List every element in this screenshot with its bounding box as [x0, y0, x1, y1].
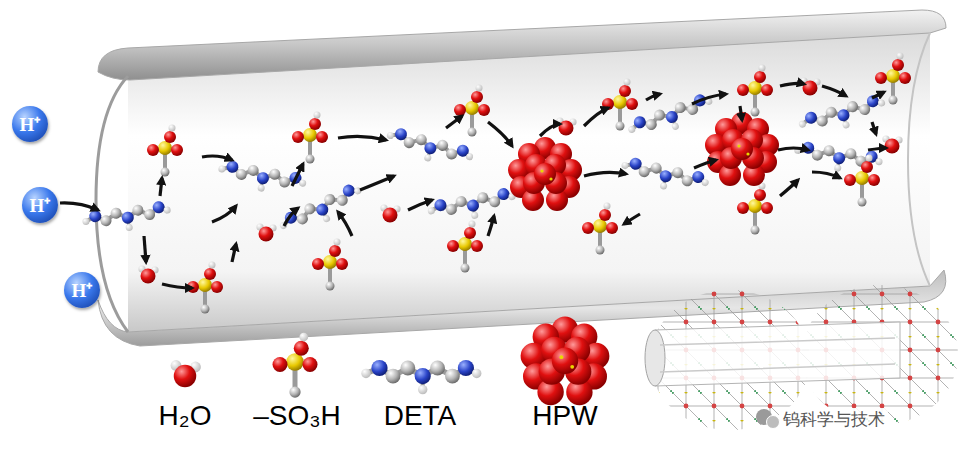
legend-entry: HPW	[532, 400, 597, 432]
proton-symbol: H⁺	[72, 281, 93, 300]
proton-sphere: H⁺	[64, 272, 100, 308]
legend-entry: –SO₃H	[253, 400, 341, 432]
legend-entry: H₂O	[159, 400, 212, 432]
legend-entry: DETA	[384, 400, 457, 432]
proton-symbol: H⁺	[20, 115, 41, 134]
proton-sphere: H⁺	[12, 106, 48, 142]
legend-text: H₂O	[159, 400, 212, 431]
watermark: 钨科学与技术	[780, 408, 888, 431]
proton-sphere: H⁺	[22, 187, 58, 223]
legend-text: –SO₃H	[253, 400, 341, 431]
legend-text: HPW	[532, 400, 597, 431]
legend-text: DETA	[384, 400, 457, 431]
proton-symbol: H⁺	[30, 196, 51, 215]
